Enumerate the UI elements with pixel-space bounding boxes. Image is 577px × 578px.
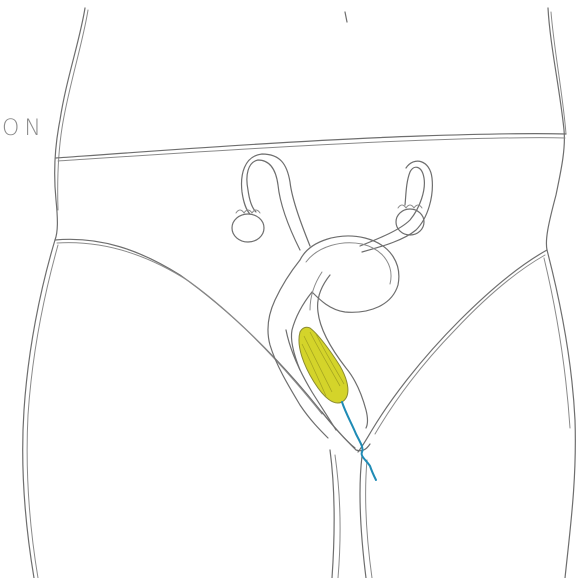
thigh-outlines — [23, 240, 576, 578]
tampon — [299, 327, 348, 403]
body-outline — [55, 8, 566, 250]
underwear-waistband — [56, 134, 566, 161]
